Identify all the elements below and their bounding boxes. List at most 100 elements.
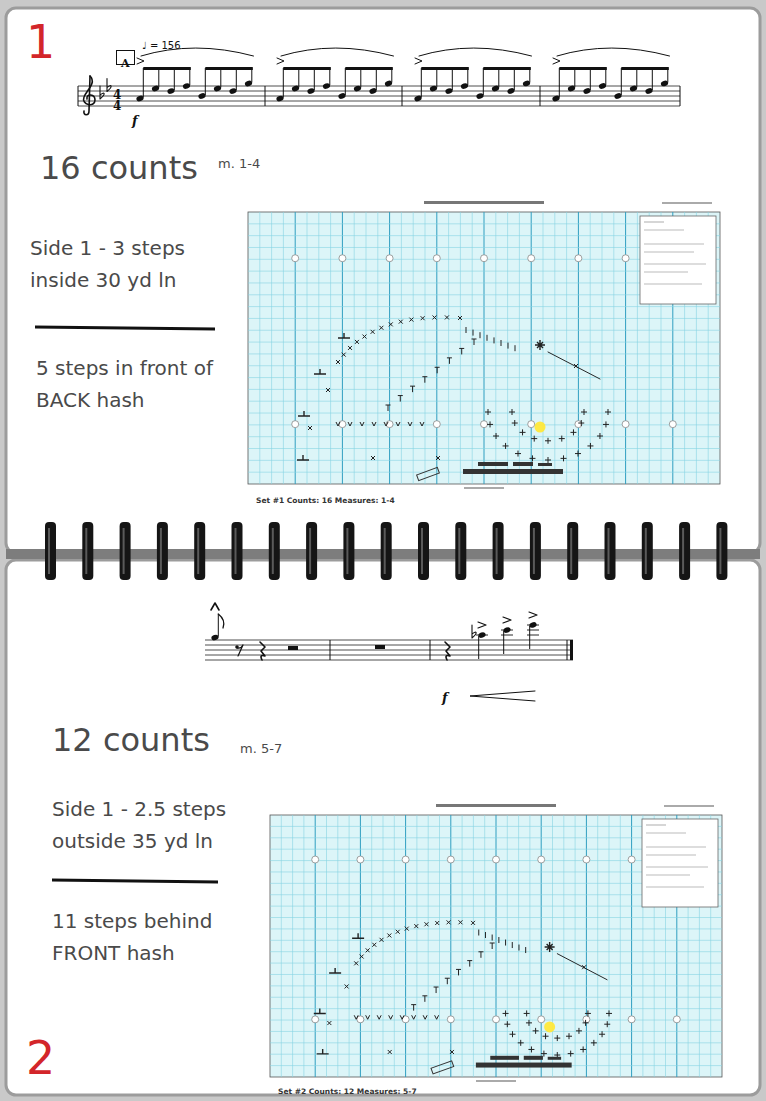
front-ensemble [478, 462, 508, 466]
front-ensemble [463, 469, 563, 474]
side-to-side-position: Side 1 - 2.5 steps outside 35 yd ln [52, 793, 267, 857]
yard-marker [538, 856, 545, 863]
crescendo-hairpin [470, 691, 535, 701]
marcher-symbol [399, 320, 403, 324]
marcher-symbol [348, 346, 352, 350]
chart-footer-smudge [464, 487, 504, 489]
grid-line [405, 815, 406, 1077]
marcher-symbol [435, 367, 440, 373]
notes-smudge [644, 251, 694, 252]
grid-line [554, 212, 555, 484]
front-ensemble [476, 1063, 572, 1068]
dynamic-marking-holder: f [132, 110, 138, 129]
chart-footer-smudge [476, 1080, 516, 1082]
yard-marker [481, 421, 488, 428]
grid-line [448, 212, 449, 484]
marcher-symbol [587, 443, 593, 449]
note-flag [218, 614, 224, 628]
marcher-symbol [524, 1010, 530, 1016]
marcher-symbol [487, 421, 493, 427]
bar-line [265, 86, 266, 106]
front-ensemble [538, 463, 552, 466]
grid-line [248, 436, 720, 437]
note-stem [189, 68, 190, 85]
notes-smudge [646, 886, 704, 887]
drill-chart [248, 201, 720, 489]
grid-line [631, 815, 632, 1077]
yard-marker [628, 856, 635, 863]
note-stem [391, 68, 392, 83]
notes-smudge [644, 271, 688, 272]
note-stem [158, 68, 159, 88]
podium [417, 467, 440, 480]
marcher-symbol [512, 942, 513, 948]
time-signature: 4 [113, 100, 121, 112]
marcher-symbol [326, 388, 330, 392]
yard-marker [493, 856, 500, 863]
grid-line [496, 815, 497, 1077]
grid-line [425, 212, 426, 484]
grid-line [613, 212, 614, 484]
marcher-symbol [518, 1040, 524, 1046]
note-stem [251, 68, 252, 83]
marcher-symbol [583, 1020, 589, 1026]
marcher-symbol [386, 405, 391, 411]
slur [281, 48, 394, 56]
whole-rest [375, 645, 385, 649]
spiral-ring-shine [197, 528, 199, 574]
marcher-symbol [604, 1021, 610, 1027]
marcher-symbol [566, 1033, 572, 1039]
rehearsal-letter-box: A [116, 50, 135, 65]
grid-line [394, 815, 395, 1077]
yard-marker [292, 255, 299, 262]
grid-line [383, 815, 384, 1077]
page-number: 2 [26, 1032, 55, 1085]
highlighted-marcher [535, 422, 546, 433]
marcher-symbol [545, 942, 555, 952]
marcher-symbol [518, 945, 519, 951]
measure-range-holder: m. 5-7 [240, 738, 282, 757]
note-stem [503, 631, 504, 654]
marcher-symbol [421, 316, 425, 320]
grid-line [602, 212, 603, 484]
grid-line [531, 212, 532, 484]
note-beam [345, 67, 393, 70]
podium [417, 467, 440, 480]
grid-line [342, 212, 343, 484]
side-to-side-position-holder: Side 1 - 3 steps inside 30 yd ln [30, 232, 230, 296]
grid-line [248, 389, 720, 390]
notes-smudge [644, 283, 702, 284]
marcher-symbol [405, 927, 409, 931]
marcher-symbol [354, 1015, 358, 1019]
notes-smudge [644, 229, 684, 230]
marcher-symbol [362, 335, 366, 339]
marcher-symbol [372, 422, 376, 426]
marcher-symbol [529, 455, 535, 461]
marcher-symbol [387, 933, 391, 937]
yard-marker [583, 1016, 590, 1023]
marcher-symbol [329, 968, 341, 973]
bar-line [680, 86, 681, 106]
note-stem [314, 68, 315, 90]
grid-line [315, 815, 316, 1077]
grid-line [439, 815, 440, 1077]
grid-line [271, 212, 272, 484]
marcher-symbol [574, 364, 578, 368]
ledger-line [527, 630, 539, 631]
note-beam [205, 67, 253, 70]
grid-line [270, 985, 722, 986]
accent-mark [415, 58, 422, 64]
marcher-symbol [308, 426, 312, 430]
marcher-symbol [360, 955, 364, 959]
note-stem [436, 68, 437, 88]
accent-mark [137, 58, 144, 64]
spiral-ring-shine [235, 528, 237, 574]
yard-marker [402, 856, 409, 863]
highlighted-marcher [544, 1021, 555, 1032]
drill-page: 1♩ = 15644f16 countsm. 1-4Side 1 - 3 ste… [6, 8, 760, 553]
grid-line [248, 377, 720, 378]
bar-line [402, 86, 403, 106]
yard-marker [669, 421, 676, 428]
marcher-symbol [379, 326, 383, 330]
spiral-ring [530, 522, 541, 580]
